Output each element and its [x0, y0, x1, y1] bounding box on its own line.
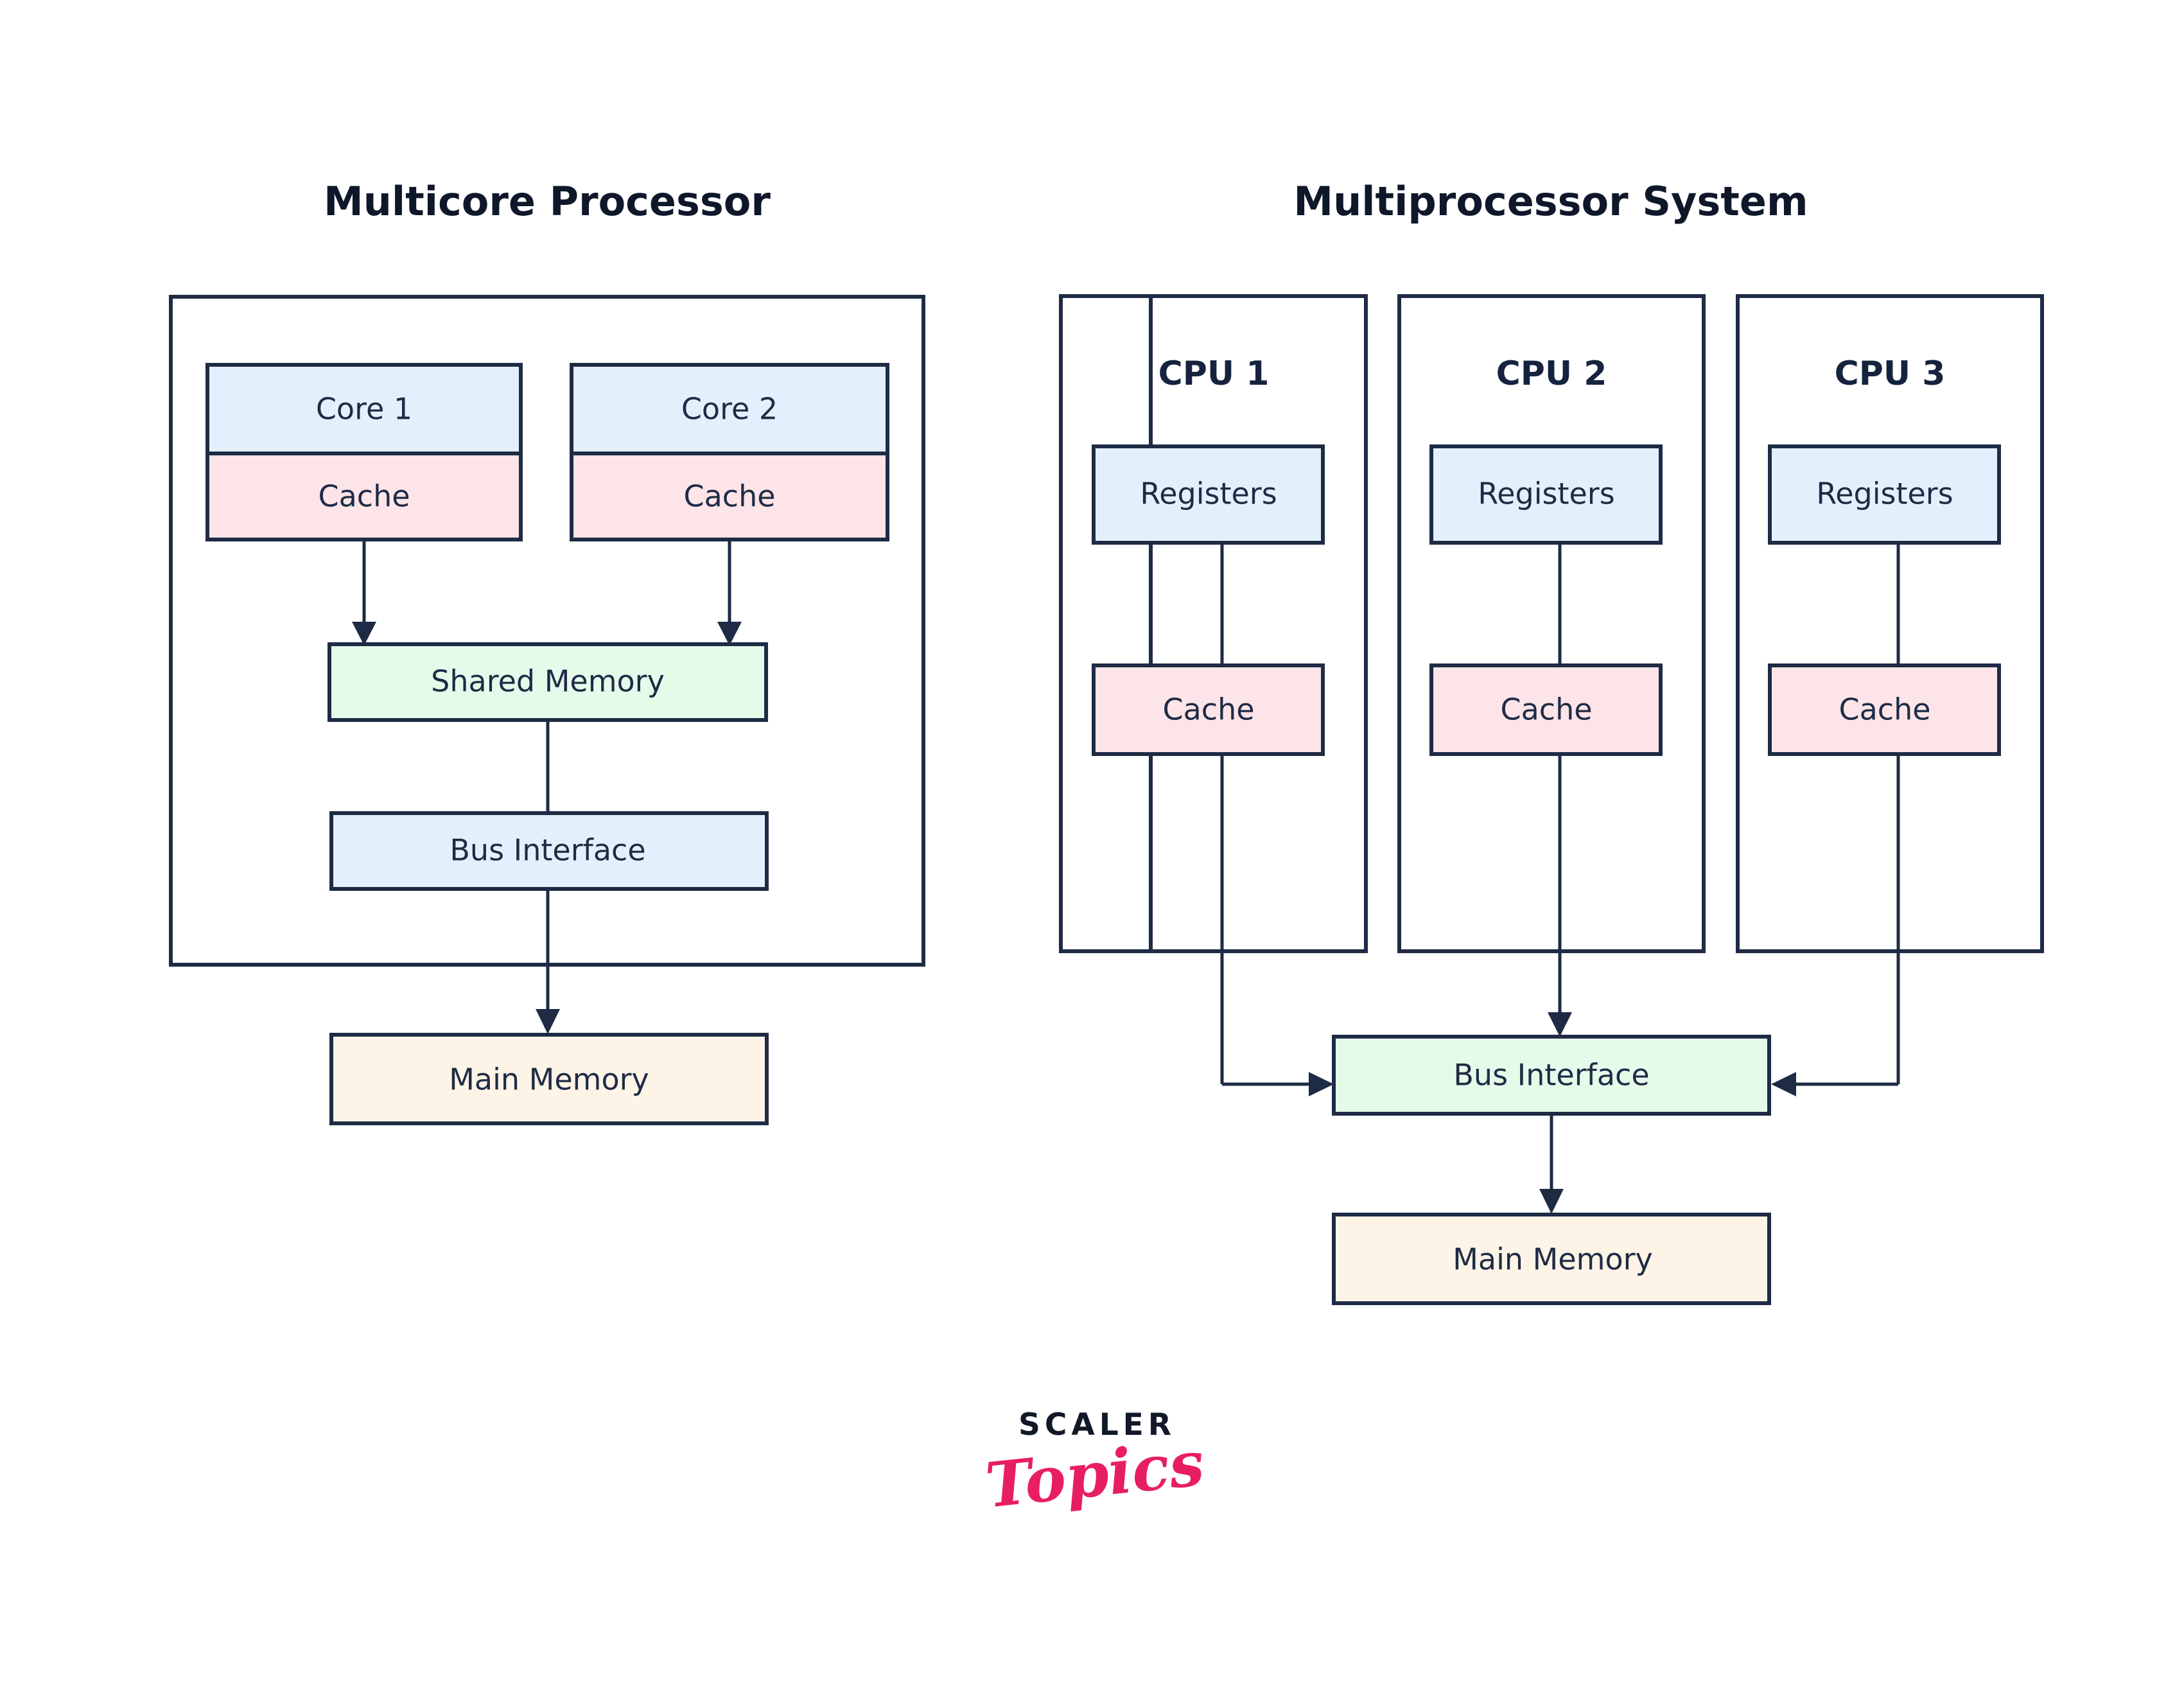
- left-bus-interface-box[interactable]: [329, 811, 769, 891]
- edge-bus-to-main-memory-left: [536, 889, 560, 1034]
- cpu-1-cache-label: Cache: [1162, 692, 1254, 727]
- cpu-2-registers-box[interactable]: [1429, 444, 1663, 545]
- cpu-1-title: CPU 1: [1158, 355, 1270, 393]
- right-bus-interface-box[interactable]: [1332, 1035, 1771, 1116]
- left-bus-interface-label: Bus Interface: [450, 833, 645, 868]
- cpu-3-registers-label: Registers: [1816, 477, 1953, 511]
- cpu-1-container-outline: [1059, 294, 1368, 953]
- logo-brand-text: SCALER: [1018, 1407, 1176, 1443]
- edge-bus-to-main-memory-right: [1539, 1114, 1564, 1214]
- cpu-2-cache-label: Cache: [1500, 692, 1592, 727]
- cpu-2-registers-label: Registers: [1478, 477, 1614, 511]
- left-main-memory-box[interactable]: [329, 1033, 769, 1125]
- cpu-1-registers-box[interactable]: [1092, 444, 1325, 545]
- right-panel-title: Multiprocessor System: [1293, 178, 1808, 225]
- cpu-1-container: [1059, 294, 1153, 953]
- cpu-3-cache-box[interactable]: [1768, 663, 2001, 756]
- core-1-cache-label: Cache: [318, 479, 410, 514]
- core-2-cache-label: Cache: [683, 479, 775, 514]
- scaler-topics-logo: SCALER Topics: [973, 1410, 1217, 1558]
- left-main-memory-label: Main Memory: [449, 1062, 649, 1097]
- edge-cpu-1-to-bus: [1220, 543, 1334, 1096]
- cpu-3-title: CPU 3: [1835, 355, 1946, 393]
- cpu-2-title: CPU 2: [1496, 355, 1607, 393]
- edge-cpu-3-to-bus: [1771, 543, 1900, 1096]
- right-bus-interface-label: Bus Interface: [1453, 1058, 1649, 1093]
- edge-cache1-to-shared-memory: [352, 540, 376, 645]
- shared-memory-label: Shared Memory: [431, 664, 665, 699]
- left-panel-title: Multicore Processor: [324, 178, 771, 225]
- core-1-cache-box[interactable]: [205, 452, 523, 541]
- cpu-2-cache-box[interactable]: [1429, 663, 1663, 756]
- shared-memory-box[interactable]: [328, 642, 768, 722]
- cpu-3-cache-label: Cache: [1839, 692, 1930, 727]
- core-1-box[interactable]: [205, 363, 523, 455]
- core-1-label: Core 1: [316, 392, 412, 426]
- core-2-label: Core 2: [681, 392, 778, 426]
- cpu-2-container: [1397, 294, 1706, 953]
- right-main-memory-box[interactable]: [1332, 1213, 1771, 1305]
- edge-cache2-to-shared-memory: [717, 540, 742, 645]
- right-main-memory-label: Main Memory: [1453, 1242, 1653, 1277]
- edge-cpu-2-to-bus: [1548, 543, 1572, 1037]
- cpu-3-registers-box[interactable]: [1768, 444, 2001, 545]
- logo-product-text: Topics: [982, 1427, 1208, 1522]
- cpu-1-registers-label: Registers: [1140, 477, 1277, 511]
- cpu-1-cache-box[interactable]: [1092, 663, 1325, 756]
- cpu-3-container: [1736, 294, 2044, 953]
